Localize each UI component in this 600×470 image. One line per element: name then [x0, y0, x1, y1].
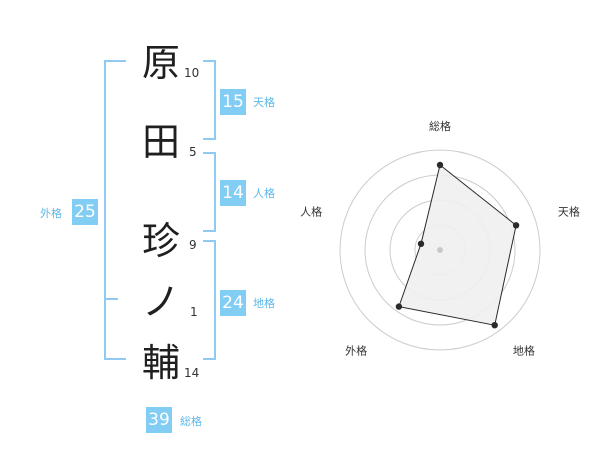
radar-axis-label-3: 地格	[513, 343, 535, 357]
tenkaku-label: 天格	[253, 96, 275, 109]
radar-axis-label-2: 天格	[558, 205, 580, 219]
radar-point-4	[395, 303, 403, 310]
radar-point-1	[436, 161, 444, 169]
tenkaku-bracket	[203, 60, 216, 140]
stroke-count-5: 14	[184, 366, 200, 380]
soukaku-value: 39	[146, 407, 172, 433]
name-char-3: 珍	[141, 219, 180, 263]
radar-center-dot	[437, 247, 443, 253]
radar-axis-label-4: 外格	[345, 343, 367, 357]
radar-point-3	[491, 322, 498, 329]
radar-axis-label-5: 人格	[300, 205, 322, 219]
gaikaku-value: 25	[72, 199, 98, 225]
chikaku-value: 24	[220, 290, 246, 316]
name-char-1: 原	[141, 41, 180, 85]
jinkaku-bracket	[203, 152, 216, 232]
jinkaku-label: 人格	[253, 187, 275, 200]
radar-ring-4	[339, 149, 541, 351]
radar-point-2	[512, 222, 520, 229]
radar-area	[398, 164, 517, 326]
radar-axis-label-1: 総格	[429, 119, 451, 133]
radar-point-5	[417, 240, 425, 247]
chikaku-bracket	[203, 240, 216, 360]
stroke-count-2: 5	[189, 145, 197, 159]
gaikaku-label: 外格	[40, 207, 62, 220]
name-char-2: 田	[141, 120, 180, 164]
jinkaku-value: 14	[220, 180, 246, 206]
chikaku-label: 地格	[253, 297, 275, 310]
gaikaku-bracket-notch	[104, 298, 118, 300]
tenkaku-value: 15	[220, 89, 246, 115]
stroke-count-3: 9	[189, 238, 197, 252]
name-char-4: ノ	[141, 280, 180, 324]
stroke-count-4: 1	[190, 305, 198, 319]
name-char-5: 輔	[141, 341, 180, 385]
stroke-count-1: 10	[184, 66, 200, 80]
gaikaku-bracket	[104, 60, 126, 360]
soukaku-label: 総格	[180, 415, 202, 428]
